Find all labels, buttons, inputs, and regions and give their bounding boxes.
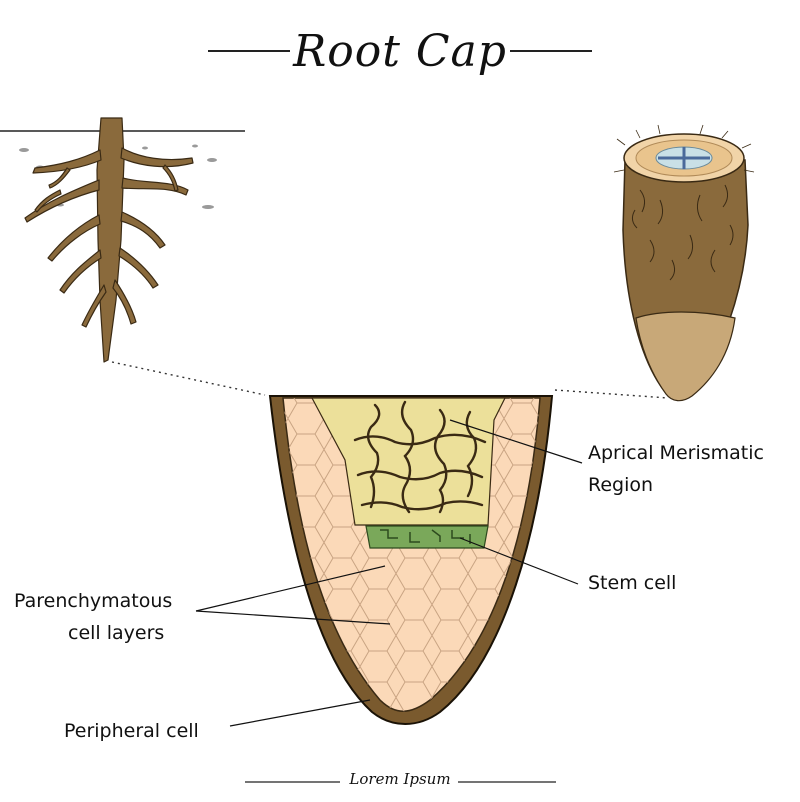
meristem-cell-walls [353, 400, 487, 514]
label-peripheral-cell: Peripheral cell [64, 720, 199, 742]
stem-cell-region [365, 525, 489, 549]
root-system-illustration [24, 117, 194, 363]
title-rule-right [510, 50, 592, 52]
label-parenchymatous-line1: Parenchymatous [14, 590, 173, 612]
leader-stem-cell [459, 537, 579, 585]
leader-parenchyma-2 [195, 610, 391, 625]
connector-right [554, 389, 669, 399]
leader-peripheral [229, 699, 371, 727]
title-rule-left [208, 50, 290, 52]
leader-apical [449, 419, 583, 464]
connector-left [111, 361, 266, 396]
footer-text: Lorem Ipsum [349, 770, 451, 788]
page-title: Root Cap [293, 26, 507, 77]
label-apical-meristematic-line1: Aprical Merismatic [588, 442, 764, 464]
root-cap-cross-section [268, 395, 554, 725]
label-stem-cell: Stem cell [588, 572, 677, 594]
label-parenchymatous-line2: cell layers [68, 622, 165, 644]
label-apical-meristematic-line2: Region [588, 474, 654, 496]
root-tip-3d-illustration [613, 124, 755, 402]
title-block: Root Cap [0, 18, 800, 78]
leader-parenchyma-1 [195, 565, 386, 612]
leader-lines [195, 419, 583, 727]
